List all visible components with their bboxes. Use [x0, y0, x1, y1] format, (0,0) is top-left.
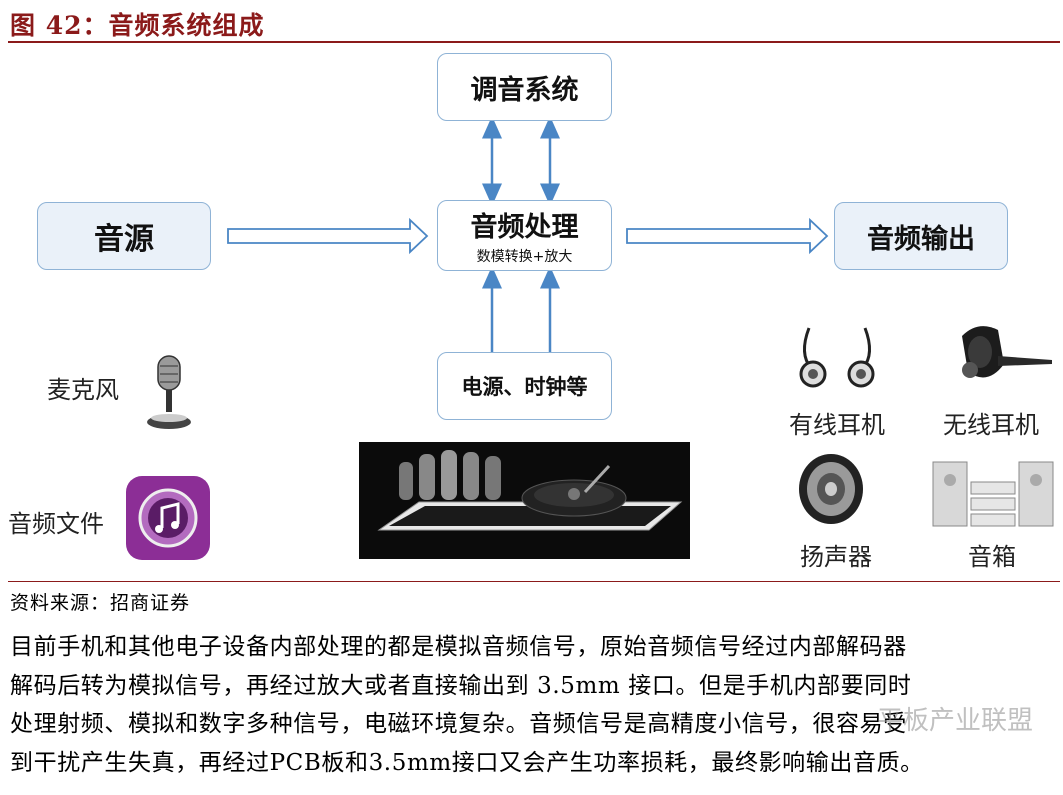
audio-output-box: 音频输出: [834, 202, 1008, 270]
audio-output-label: 音频输出: [867, 223, 975, 255]
microphone-label: 麦克风: [47, 376, 119, 404]
audio-source-box: 音源: [37, 202, 211, 270]
source-divider: [8, 581, 1060, 582]
audio-file-label: 音频文件: [8, 510, 104, 538]
arrow-processing-output: [626, 217, 829, 255]
phone-turntable-image: [359, 442, 690, 559]
wireless-earphone-icon: [962, 326, 1052, 378]
audio-processing-box: 音频处理 数模转换+放大: [437, 200, 612, 271]
figure-title: 图 42：音频系统组成: [10, 11, 265, 40]
diagram-connectors: [227, 116, 829, 352]
arrow-source-processing: [227, 217, 429, 255]
paragraph-line-2: 解码后转为模拟信号，再经过放大或者直接输出到 3.5mm 接口。但是手机内部要同…: [10, 672, 912, 699]
power-clock-label: 电源、时钟等: [461, 374, 588, 399]
wired-earphones-label: 有线耳机: [789, 411, 885, 439]
wired-earphones-icon: [799, 327, 875, 388]
speaker-label: 扬声器: [800, 543, 872, 571]
microphone-icon: [147, 355, 191, 429]
audio-processing-sublabel: 数模转换+放大: [476, 249, 573, 265]
audio-processing-label: 音频处理: [470, 212, 579, 243]
watermark: 平板产业联盟: [876, 706, 1033, 736]
wireless-earphones-label: 无线耳机: [943, 411, 1039, 439]
paragraph-line-1: 目前手机和其他电子设备内部处理的都是模拟音频信号，原始音频信号经过内部解码器: [10, 634, 907, 660]
power-clock-box: 电源、时钟等: [437, 352, 612, 420]
music-file-icon: [126, 476, 210, 560]
title-divider: [8, 41, 1060, 43]
source-note: 资料来源：招商证券: [10, 592, 191, 614]
tuning-system-label: 调音系统: [470, 74, 579, 106]
sound-box-label: 音箱: [968, 543, 1016, 571]
paragraph-line-4: 到干扰产生失真，再经过PCB板和3.5mm接口又会产生功率损耗，最终影响输出音质…: [10, 749, 924, 776]
tuning-system-box: 调音系统: [437, 53, 612, 121]
audio-source-label: 音源: [94, 222, 154, 257]
paragraph-line-3: 处理射频、模拟和数字多种信号，电磁环境复杂。音频信号是高精度小信号，很容易受: [10, 711, 907, 737]
body-paragraph: 目前手机和其他电子设备内部处理的都是模拟音频信号，原始音频信号经过内部解码器 解…: [10, 628, 1060, 782]
sound-box-icon: [932, 461, 1054, 527]
speaker-icon: [799, 454, 863, 524]
